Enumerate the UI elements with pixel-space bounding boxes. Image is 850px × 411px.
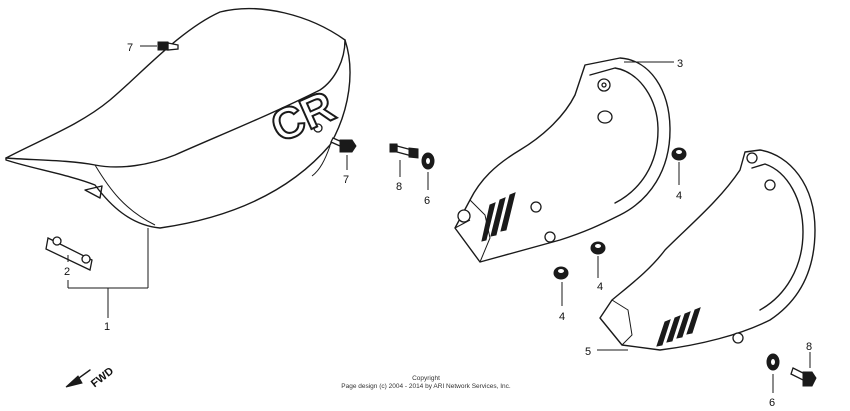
seat-logo: CR [264,82,342,153]
side-cover-right [597,149,816,351]
callout-4-mid: 4 [597,281,603,293]
callout-3: 3 [677,58,683,70]
copyright-line-1: Copyright [412,375,440,382]
callout-6-left: 6 [424,195,430,207]
bolt-7-top [140,41,179,51]
washer-6-right [766,353,780,393]
callout-6-right: 6 [769,397,775,409]
fwd-label: FWD [89,365,116,390]
side-cover-left [454,57,674,263]
callout-1: 1 [104,321,110,333]
grommet-4-lower [553,266,569,306]
bolt-8-right [790,352,817,387]
seat-bracket [45,236,93,271]
grommet-4-mid [590,241,606,278]
bolt-8-left [389,143,419,177]
bolt-7-mid [330,137,357,170]
callout-8-right: 8 [806,341,812,353]
callout-4-upper: 4 [676,190,682,202]
callout-7-top: 7 [127,42,133,54]
callout-7-mid: 7 [343,174,349,186]
callout-lines-seat [67,228,149,318]
forward-arrow-icon [65,369,91,388]
callout-8-left: 8 [396,181,402,193]
grommet-4-upper [671,147,687,185]
callout-2: 2 [64,266,70,278]
callout-5: 5 [585,346,591,358]
callout-4-lower: 4 [559,311,565,323]
washer-6-left [421,152,435,190]
seat [5,7,351,229]
copyright-line-2: Page design (c) 2004 - 2014 by ARI Netwo… [341,383,511,390]
